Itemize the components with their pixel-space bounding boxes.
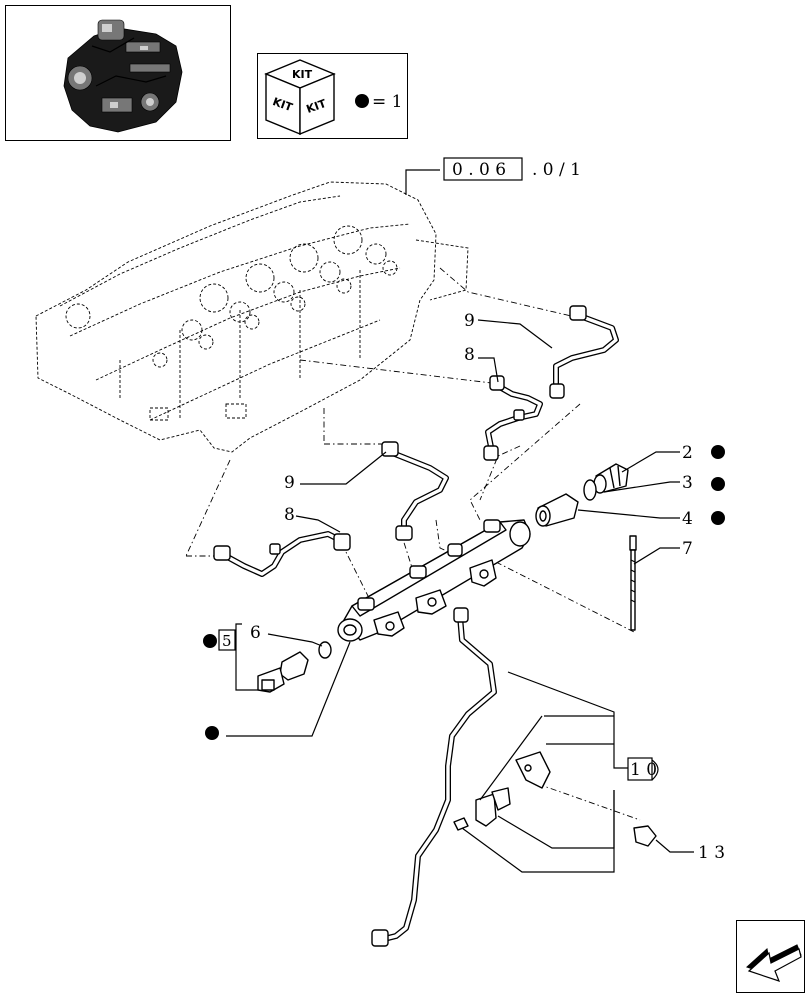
- cylinder-head-outline: [35, 181, 469, 453]
- callout-10-box: [627, 757, 653, 781]
- next-page-nav[interactable]: [736, 920, 805, 993]
- callout-leaders: [226, 169, 694, 873]
- rail-pressure-sensor: [257, 641, 332, 693]
- next-page-arrow-icon[interactable]: [737, 921, 806, 994]
- mounting-bolt: [629, 535, 637, 631]
- callout-10: 1 0: [630, 760, 657, 780]
- flow-limiter: [535, 493, 579, 527]
- engine-thumbnail: [5, 5, 231, 141]
- kit-label-top: KIT: [292, 68, 313, 81]
- marker-dot-2: [711, 445, 725, 459]
- callout-6: 6: [250, 623, 261, 643]
- callout-8-lower: 8: [284, 505, 295, 525]
- callout-8-upper: 8: [464, 345, 475, 365]
- marker-dot-rail: [205, 726, 219, 740]
- callout-5-box: [218, 629, 236, 651]
- callout-3: 3: [682, 473, 693, 493]
- kit-cube-icon: KIT KIT KIT = 1: [264, 59, 402, 136]
- clamp-screw: [453, 817, 657, 847]
- kit-legend: KIT KIT KIT = 1: [257, 53, 408, 139]
- injection-pipe-9-upper: [549, 305, 619, 399]
- fuel-return-pipe: [371, 607, 497, 947]
- callout-4: 4: [682, 509, 693, 529]
- engine-thumbnail-icon: [63, 19, 183, 133]
- callout-10-bracket: [651, 759, 659, 781]
- callout-13: 1 3: [698, 843, 725, 863]
- pressure-limiter-valve: [593, 463, 629, 494]
- ref-code-rest: . 0 / 1: [532, 160, 581, 180]
- o-ring: [583, 479, 597, 501]
- callout-9-lower: 9: [284, 473, 295, 493]
- injection-pipe-8-lower: [213, 531, 351, 577]
- kit-legend-text: = 1: [372, 92, 402, 112]
- kit-dot-marker: [355, 94, 369, 108]
- marker-dot-3: [711, 477, 725, 491]
- marker-dot-5: [203, 634, 217, 648]
- pipe-clamp-bracket: [475, 751, 551, 827]
- marker-dot-4: [711, 511, 725, 525]
- ref-code-boxed: 0 . 0 6: [452, 160, 506, 180]
- callout-2: 2: [682, 443, 693, 463]
- callout-5: 5: [222, 632, 232, 650]
- injection-pipe-8-upper: [483, 375, 543, 461]
- callout-7: 7: [682, 539, 693, 559]
- assembly-guide-lines: [185, 267, 641, 821]
- common-rail: [337, 519, 531, 642]
- callout-labels: 0 . 0 6 . 0 / 1 9 8 9 8 2 3 4 7 5 6 1 0 …: [203, 157, 725, 863]
- injection-pipe-9-lower: [381, 441, 449, 541]
- callout-9-upper: 9: [464, 311, 475, 331]
- ref-code-box: [443, 157, 523, 181]
